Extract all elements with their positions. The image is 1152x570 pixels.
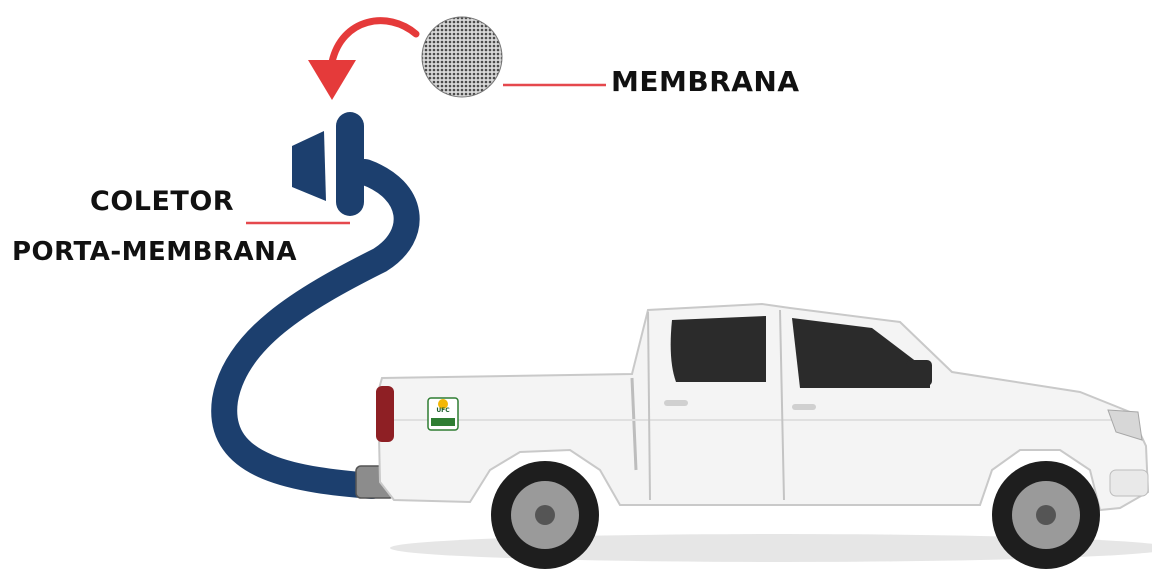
front-bumper xyxy=(1110,470,1148,496)
front-wheel xyxy=(992,461,1100,569)
collector-plate xyxy=(336,112,364,216)
membrana-label: MEMBRANA xyxy=(611,65,800,98)
tail-light xyxy=(376,386,394,442)
arrow-curve xyxy=(332,21,416,62)
side-mirror xyxy=(906,360,932,386)
rear-window xyxy=(671,316,766,382)
membrane-disc xyxy=(422,17,502,97)
door-handle-front xyxy=(792,404,816,410)
rear-wheel xyxy=(491,461,599,569)
door-handle-rear xyxy=(664,400,688,406)
arrow-head xyxy=(308,60,356,100)
insert-arrow xyxy=(308,21,416,100)
collector-funnel xyxy=(292,131,326,201)
porta-membrana-label: PORTA-MEMBRANA xyxy=(12,237,297,267)
ufc-logo-text: UFC xyxy=(429,407,457,414)
pickup-truck xyxy=(376,304,1148,569)
membrane-holder-collector xyxy=(292,112,364,216)
coletor-label: COLETOR xyxy=(90,186,234,217)
ufc-logo xyxy=(428,398,458,430)
